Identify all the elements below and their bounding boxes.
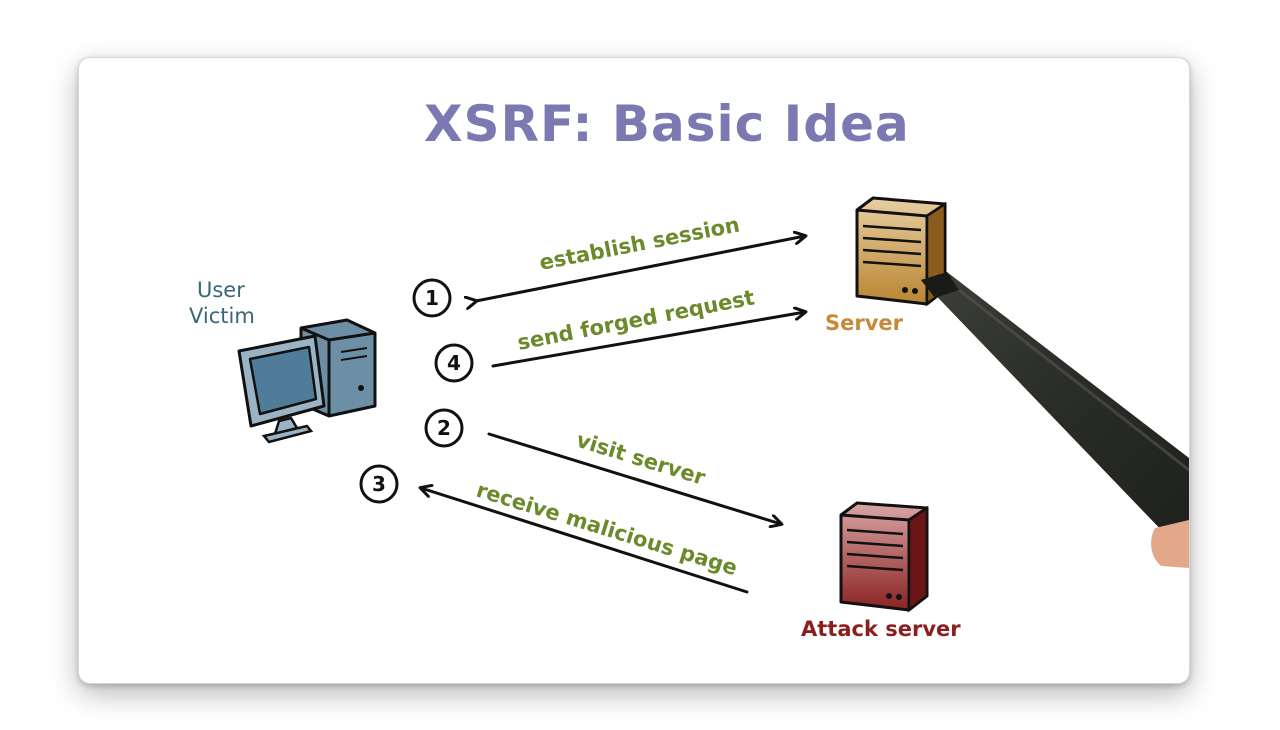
step-1-label: establish session <box>537 213 741 275</box>
step-3-label: receive malicious page <box>474 478 741 580</box>
page-title: XSRF: Basic Idea <box>424 95 910 153</box>
victim-label: Victim <box>189 304 255 328</box>
step-3-badge: 3 <box>359 464 399 504</box>
pen-icon <box>921 272 1189 536</box>
user-label: User <box>197 278 245 302</box>
step-4-badge: 4 <box>434 343 474 383</box>
attack-server-icon <box>839 501 929 613</box>
send-forged-request-arrow <box>491 312 805 368</box>
step-4-label: send forged request <box>515 285 756 355</box>
attack-server-label: Attack server <box>801 617 961 641</box>
establish-session-arrow <box>476 236 805 301</box>
server-icon <box>855 196 947 307</box>
svg-text:2: 2 <box>437 416 451 440</box>
receive-malicious-page-arrow <box>421 488 749 594</box>
server-label: Server <box>825 311 904 335</box>
visit-server-arrow <box>487 432 781 524</box>
hand-icon <box>1151 520 1189 568</box>
svg-text:3: 3 <box>372 472 386 496</box>
xsrf-diagram: XSRF: Basic Idea User Victim Server <box>189 95 1189 641</box>
user-computer-icon <box>237 318 377 444</box>
video-frame: XSRF: Basic Idea User Victim Server <box>78 57 1190 684</box>
svg-text:4: 4 <box>447 351 461 375</box>
step-1-badge: 1 <box>412 278 452 318</box>
step-2-badge: 2 <box>424 408 464 448</box>
svg-text:1: 1 <box>425 286 439 310</box>
